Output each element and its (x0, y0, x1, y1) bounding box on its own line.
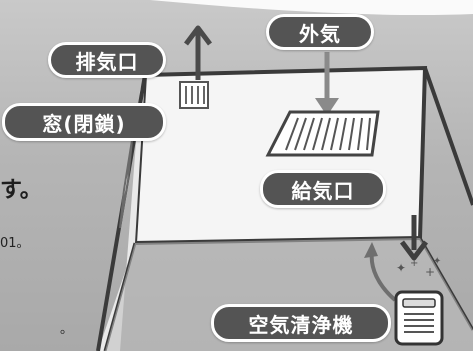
label-window: 窓(閉鎖) (2, 103, 166, 141)
svg-text:✦: ✦ (396, 261, 406, 275)
sparkle-icons: ✦ + + ✦ (396, 256, 441, 279)
exhaust-arrow-up (184, 25, 212, 80)
label-exhaust: 排気口 (48, 42, 166, 78)
background-text-line3: 。 (60, 322, 74, 337)
room-edge-right-back (423, 67, 473, 206)
label-supply: 給気口 (260, 170, 386, 208)
label-outside-air: 外気 (266, 14, 374, 50)
label-purifier: 空気清浄機 (211, 304, 391, 342)
outside-air-arrow-down (315, 52, 339, 116)
svg-text:✦: ✦ (433, 256, 441, 267)
purifier-arrow-down (400, 215, 428, 261)
svg-text:+: + (410, 258, 418, 269)
top-banner-shape (150, 0, 473, 16)
window (119, 139, 133, 229)
svg-text:+: + (425, 265, 435, 279)
airflow-curve-arrow (364, 242, 397, 302)
background-text-line2: 01。 (0, 236, 30, 251)
exhaust-vent (179, 81, 209, 109)
supply-vent (265, 110, 380, 157)
background-text-line1: す。 (0, 178, 42, 203)
air-purifier-icon (394, 290, 444, 346)
